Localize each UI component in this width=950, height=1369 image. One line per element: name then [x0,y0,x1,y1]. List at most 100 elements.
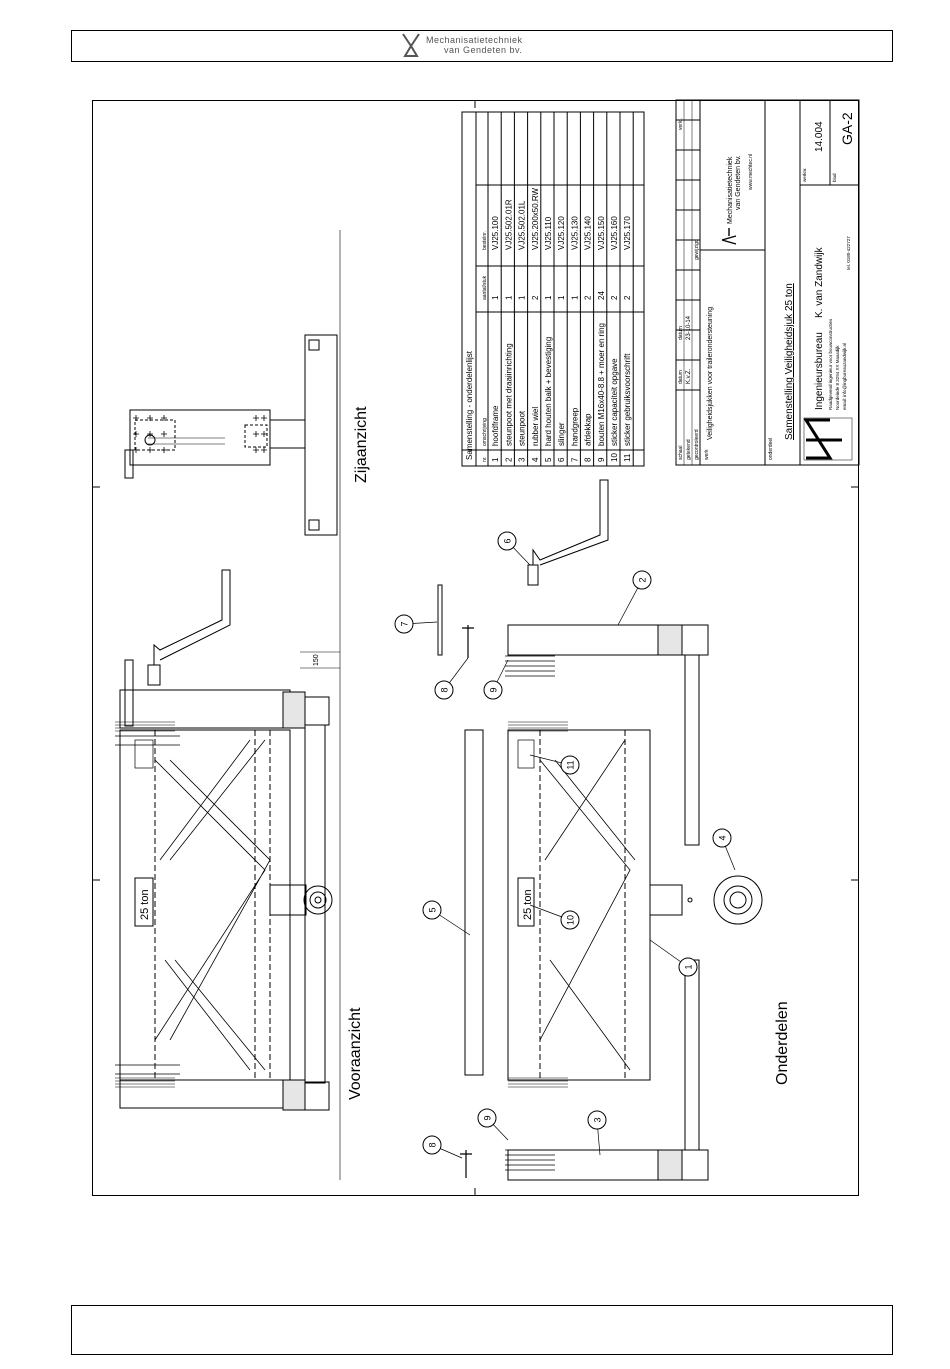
tb-bureau-sub1: Raadgevend ingenieur voor bouwconstructi… [828,318,833,410]
parts-list-cell: 1 [544,295,553,300]
parts-list-cell: 24 [597,291,606,300]
balloon-number: 11 [566,760,576,769]
parts-list-cell: VJ25.100 [491,216,500,250]
tb-bureau-sub2: Noordeinde 8 3294 XX Maasdijk [835,345,840,410]
page-footer-frame [71,1305,893,1355]
parts-list-cell: handgreep [570,407,579,446]
bolt-marker [147,431,153,437]
parts-list-cell: sticker capaciteit opgave [610,358,619,446]
balloon-circle [394,614,414,634]
front-view: 25 ton 150 Vooraanzicht [115,569,364,1111]
parts-list-cell: 1 [557,295,566,300]
front-view-25ton-label: 25 ton [139,889,151,920]
bolt-marker [147,415,153,421]
bolt-marker [133,431,139,437]
tb-werk: Veiligheidsjukken voor trailerondersteun… [707,307,714,440]
sheet-center-ticks [92,100,859,1196]
parts-list-cell: 5 [544,457,553,462]
tb-company-line1: Mechanisatietechniek [727,156,734,224]
balloon-circle [477,1108,497,1128]
parts-list-cell: 1 [570,295,579,300]
header-company-line1: Mechanisatietechniek [426,35,523,45]
parts-list-cell: 1 [491,295,500,300]
parts-list-cell: 2 [531,295,540,300]
balloon-number: 10 [566,915,576,925]
tb-bureau: Ingenieursbureau [814,332,825,410]
parts-list-cell: VJ25.160 [610,216,619,250]
tb-label-schaal: schaal [678,446,684,460]
parts-list-cell: steunpoot [518,410,527,446]
parts-list-cell: 11 [623,453,632,462]
balloon-circle [712,828,732,848]
balloon-circle [587,1110,607,1130]
parts-list-cell: VJ25.140 [584,216,593,250]
tb-label-gecontroleerd: gecontroleerd [694,429,700,460]
bolt-marker [261,431,267,437]
bolt-marker [161,447,167,453]
balloon-number: 1 [684,964,694,969]
parts-list-cell: 7 [570,457,579,462]
parts-list-cell: VJ25.150 [597,216,606,250]
balloon-number: 3 [593,1117,603,1122]
title-block: schaal getekend gecontroleerd datum datu… [675,99,860,466]
parts-list-cell: 2 [623,295,632,300]
header-company-line2: van Gendeten bv. [444,45,523,55]
balloon-number: 9 [489,687,499,692]
balloon-number: 4 [718,835,728,840]
parts-list-cell: sticker gebruiksvoorschrift [623,353,632,446]
parts-view: 25 ton Onderdelen [115,479,791,1181]
bolt-marker [261,415,267,421]
tb-small-logo-icon [721,228,737,245]
parts-list-cell: afdekkap [584,413,593,446]
bolt-marker [253,447,259,453]
parts-list-cell: 10 [610,453,619,462]
parts-list-cell: VJ25.502.01L [518,200,527,250]
parts-list-cell: VJ25.120 [557,216,566,250]
parts-list-cell: 6 [557,457,566,462]
bolt-marker [147,447,153,453]
tb-subject: Samenstelling Veiligheidsjuk 25 ton [784,283,795,440]
tb-project-no: 14.004 [814,121,825,152]
balloon-number: 9 [483,1115,493,1120]
bolt-marker [133,415,139,421]
bolt-marker [133,447,139,453]
tb-sheet-label: blad [832,173,837,182]
balloon-number: 2 [638,577,648,582]
tb-label-gewijzigd: gewijzigd [694,239,700,260]
parts-list-cell: hoofdframe [491,405,500,446]
balloon-number: 6 [503,538,513,543]
company-logo-icon [402,33,420,57]
parts-list-column-header: nr. [482,456,488,462]
company-logo: Mechanisatietechniek van Gendeten bv. [400,32,523,58]
balloon-circle [560,910,580,930]
bolt-marker [161,431,167,437]
balloon-circle [678,957,698,977]
parts-list-cell: VJ25.200x50.RW [531,187,540,250]
tb-label-datum: datum [678,370,684,384]
parts-list-cell: VJ25.502.01R [504,199,513,250]
tb-drawn-by: K.v.Z. [686,368,692,384]
balloon-circle [497,531,517,551]
parts-list-column-header: aantal/stuk [482,275,488,300]
side-view: Zijaanzicht [124,334,370,536]
parts-list-title: Samenstelling - onderdelenlijst [465,350,474,460]
parts-list-cell: 9 [597,457,606,462]
tb-bureau-sub3: email: info@ingbureauzandwijk.nl [842,343,847,410]
bolt-marker [261,447,267,453]
parts-list-cell: 4 [531,457,540,462]
parts-list-cell: 3 [518,457,527,462]
balloon-circle [422,1135,442,1155]
parts-view-25ton-label: 25 ton [522,889,534,920]
parts-list-cell: VJ25.130 [570,216,579,250]
balloon-circle [632,570,652,590]
balloon-number: 8 [440,687,450,692]
parts-list-cell: 8 [584,457,593,462]
view-title-parts: Onderdelen [774,1001,791,1085]
tb-date: 23-10-14 [686,315,692,340]
bolt-marker [253,431,259,437]
parts-list-cell: VJ25.170 [623,216,632,250]
parts-list-cell: steunpoot met draaiinrichting [504,343,513,446]
tb-label-datum-2: datum [678,326,684,340]
tb-sheet-no: GA-2 [839,112,855,145]
